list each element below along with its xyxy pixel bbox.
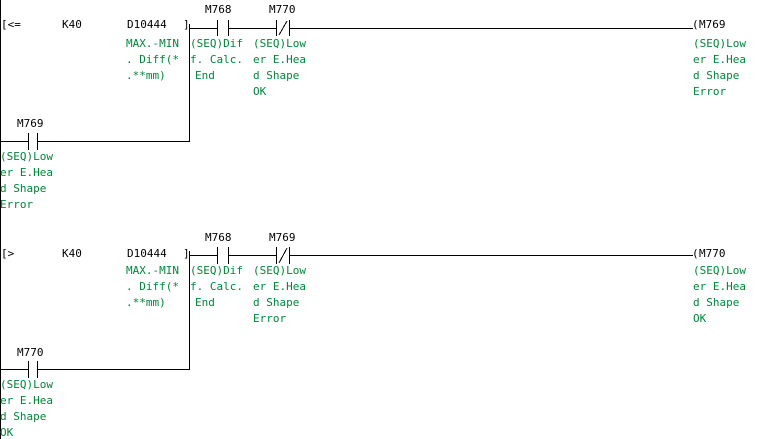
contact-device: M769 <box>269 231 296 244</box>
device-comment-line: End <box>195 296 215 309</box>
device-comment-line: (SEQ)Dif <box>190 37 243 50</box>
contact-device: M769 <box>17 117 44 130</box>
compare-device: D10444 <box>127 247 167 260</box>
device-comment-line: er E.Hea <box>0 166 53 179</box>
contact-slash <box>278 20 288 36</box>
self-hold-contact[interactable]: M770 (SEQ)Low er E.Hea d Shape OK <box>0 346 53 439</box>
device-comment-line: (SEQ)Low <box>693 37 746 50</box>
coil-paren-open: ( <box>692 247 699 260</box>
compare-device: D10444 <box>127 18 167 31</box>
device-comment-line: MAX.-MIN <box>126 264 179 277</box>
coil-paren-open: ( <box>692 18 699 31</box>
device-comment-line: . Diff(* <box>126 280 179 293</box>
compare-instruction[interactable]: [> ] K40 D10444 MAX.-MIN . Diff(* .**mm) <box>1 247 190 309</box>
device-comment-line: er E.Hea <box>253 53 306 66</box>
device-comment-line: MAX.-MIN <box>126 37 179 50</box>
device-comment-line: .**mm) <box>126 69 166 82</box>
normally-open-contact[interactable]: M768 (SEQ)Dif f. Calc. End <box>190 231 243 309</box>
device-comment-line: d Shape <box>0 410 46 423</box>
device-comment-line: .**mm) <box>126 296 166 309</box>
compare-bracket-open: [> <box>1 247 15 260</box>
device-comment-line: (SEQ)Low <box>0 150 53 163</box>
compare-constant: K40 <box>62 247 82 260</box>
contact-device: M770 <box>269 3 296 16</box>
rung-2[interactable]: [> ] K40 D10444 MAX.-MIN . Diff(* .**mm)… <box>0 231 746 439</box>
device-comment-line: End <box>195 69 215 82</box>
normally-open-contact[interactable]: M768 (SEQ)Dif f. Calc. End <box>190 3 243 82</box>
normally-closed-contact[interactable]: M769 (SEQ)Low er E.Hea d Shape Error <box>253 231 306 325</box>
device-comment-line: Error <box>253 312 286 325</box>
device-comment-line: OK <box>0 426 14 439</box>
device-comment-line: d Shape <box>253 69 299 82</box>
self-hold-contact[interactable]: M769 (SEQ)Low er E.Hea d Shape Error <box>0 117 53 211</box>
output-coil[interactable]: ( M770 (SEQ)Low er E.Hea d Shape OK <box>692 247 746 325</box>
coil-device: M769 <box>699 18 726 31</box>
coil-device: M770 <box>699 247 726 260</box>
compare-instruction[interactable]: [<= ] K40 D10444 MAX.-MIN . Diff(* .**mm… <box>1 18 190 82</box>
device-comment-line: (SEQ)Low <box>693 264 746 277</box>
normally-closed-contact[interactable]: M770 (SEQ)Low er E.Hea d Shape OK <box>253 3 306 98</box>
compare-constant: K40 <box>62 18 82 31</box>
device-comment-line: . Diff(* <box>126 53 179 66</box>
contact-device: M768 <box>205 231 232 244</box>
device-comment-line: OK <box>693 312 707 325</box>
device-comment-line: (SEQ)Low <box>253 264 306 277</box>
device-comment-line: er E.Hea <box>693 53 746 66</box>
device-comment-line: d Shape <box>253 296 299 309</box>
device-comment-line: (SEQ)Low <box>0 378 53 391</box>
device-comment-line: er E.Hea <box>253 280 306 293</box>
rung-1[interactable]: [<= ] K40 D10444 MAX.-MIN . Diff(* .**mm… <box>0 3 746 211</box>
contact-device: M770 <box>17 346 44 359</box>
compare-bracket-open: [<= <box>1 18 21 31</box>
device-comment-line: OK <box>253 85 267 98</box>
device-comment-line: er E.Hea <box>0 394 53 407</box>
output-coil[interactable]: ( M769 (SEQ)Low er E.Hea d Shape Error <box>692 18 746 98</box>
device-comment-line: Error <box>0 198 33 211</box>
device-comment-line: (SEQ)Low <box>253 37 306 50</box>
device-comment-line: d Shape <box>0 182 46 195</box>
device-comment-line: (SEQ)Dif <box>190 264 243 277</box>
device-comment-line: er E.Hea <box>693 280 746 293</box>
device-comment-line: Error <box>693 85 726 98</box>
device-comment-line: f. Calc. <box>190 280 243 293</box>
compare-bracket-close: ] <box>183 247 190 260</box>
device-comment-line: d Shape <box>693 296 739 309</box>
contact-slash <box>278 247 288 264</box>
device-comment-line: d Shape <box>693 69 739 82</box>
device-comment-line: f. Calc. <box>190 53 243 66</box>
contact-device: M768 <box>205 3 232 16</box>
compare-bracket-close: ] <box>183 18 190 31</box>
